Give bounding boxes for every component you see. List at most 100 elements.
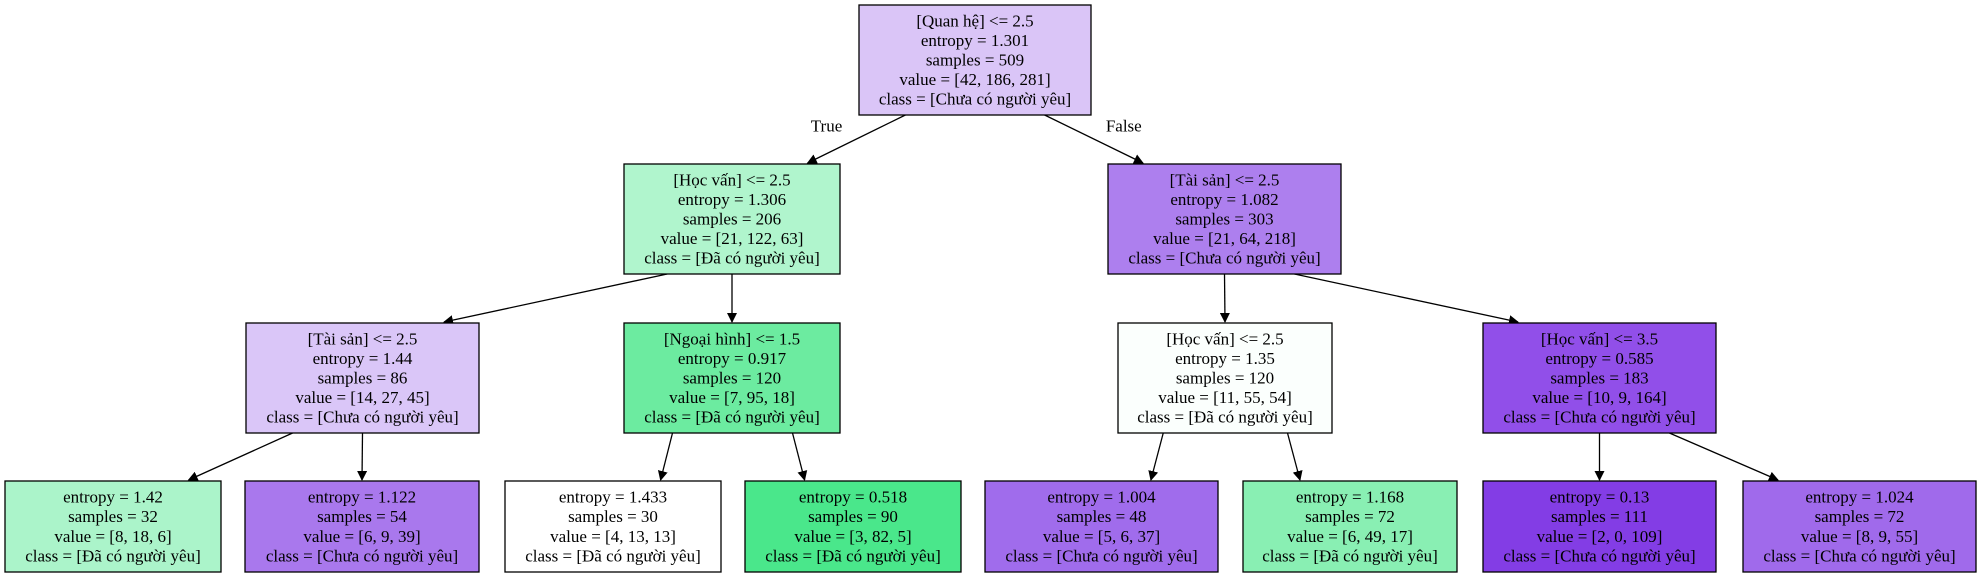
tree-node-box xyxy=(984,480,1219,573)
tree-node-line: class = [Đã có người yêu] xyxy=(525,546,701,565)
edge-4-9 xyxy=(657,432,674,481)
tree-node-box xyxy=(1117,322,1333,434)
tree-node-box xyxy=(1482,480,1717,573)
tree-node-line: samples = 183 xyxy=(1550,368,1648,387)
edge-5-11 xyxy=(1148,432,1164,481)
edge-5-12 xyxy=(1286,432,1303,481)
tree-node-line: class = [Chưa có người yêu] xyxy=(266,546,458,565)
tree-node-line: entropy = 1.168 xyxy=(1296,488,1404,507)
tree-node-line: [Học vấn] <= 3.5 xyxy=(1541,329,1658,348)
edges-layer: True False xyxy=(187,114,1779,482)
tree-node-line: entropy = 1.42 xyxy=(63,488,163,507)
tree-node-line: value = [8, 18, 6] xyxy=(54,527,171,546)
tree-node-line: value = [5, 6, 37] xyxy=(1043,527,1160,546)
tree-node-line: entropy = 0.13 xyxy=(1550,488,1650,507)
edge-0-2 xyxy=(1044,114,1144,164)
tree-node-line: class = [Chưa có người yêu] xyxy=(1503,408,1695,427)
tree-node-line: value = [14, 27, 45] xyxy=(295,388,429,407)
tree-node-line: samples = 120 xyxy=(1176,368,1274,387)
tree-node-line: value = [6, 49, 17] xyxy=(1287,527,1413,546)
tree-node-line: entropy = 1.024 xyxy=(1805,488,1914,507)
tree-node-line: value = [42, 186, 281] xyxy=(899,70,1050,89)
tree-node-line: value = [7, 95, 18] xyxy=(669,388,795,407)
tree-node-box xyxy=(623,163,841,275)
tree-node-line: samples = 303 xyxy=(1175,209,1273,228)
tree-node-line: class = [Chưa có người yêu] xyxy=(1128,249,1320,268)
tree-node-line: samples = 206 xyxy=(683,209,781,228)
edge-3-8 xyxy=(357,432,368,481)
edge-6-14 xyxy=(1669,432,1779,482)
edge-label-false: False xyxy=(1106,117,1142,136)
tree-node-line: value = [21, 64, 218] xyxy=(1153,229,1296,248)
tree-node-line: samples = 48 xyxy=(1057,507,1147,526)
tree-node-line: samples = 72 xyxy=(1815,507,1905,526)
tree-node-line: value = [6, 9, 39] xyxy=(303,527,420,546)
tree-node-line: [Học vấn] <= 2.5 xyxy=(1166,329,1283,348)
tree-node-line: entropy = 0.518 xyxy=(799,488,907,507)
tree-node-line: entropy = 0.585 xyxy=(1545,349,1653,368)
tree-node-line: entropy = 1.35 xyxy=(1175,349,1275,368)
tree-node-line: samples = 120 xyxy=(683,368,781,387)
tree-node-line: value = [21, 122, 63] xyxy=(661,229,804,248)
edge-4-10 xyxy=(791,432,808,481)
tree-node-line: class = [Chưa có người yêu] xyxy=(266,408,458,427)
tree-node-line: value = [11, 55, 54] xyxy=(1158,388,1292,407)
tree-node-line: entropy = 1.44 xyxy=(313,349,413,368)
tree-node-line: entropy = 1.122 xyxy=(308,488,416,507)
tree-node-box xyxy=(1742,480,1977,573)
edge-label-true: True xyxy=(811,117,843,136)
tree-node-line: samples = 111 xyxy=(1551,507,1648,526)
tree-node-box xyxy=(245,322,480,434)
tree-node-box xyxy=(4,480,222,573)
tree-node-line: value = [10, 9, 164] xyxy=(1532,388,1666,407)
tree-node-line: [Học vấn] <= 2.5 xyxy=(673,170,790,189)
tree-node-line: value = [3, 82, 5] xyxy=(794,527,911,546)
tree-node-line: entropy = 1.082 xyxy=(1170,190,1278,209)
tree-node-line: [Ngoại hình] <= 1.5 xyxy=(664,329,800,348)
tree-node-line: entropy = 1.004 xyxy=(1047,488,1156,507)
tree-node-box xyxy=(744,480,962,573)
tree-node-box xyxy=(244,480,480,573)
tree-node-line: value = [4, 13, 13] xyxy=(550,527,676,546)
edge-2-6 xyxy=(1294,273,1519,325)
tree-node-line: class = [Đã có người yêu] xyxy=(1262,546,1438,565)
tree-node-line: entropy = 1.306 xyxy=(678,190,786,209)
tree-node-line: samples = 30 xyxy=(568,507,658,526)
tree-node-line: value = [8, 9, 55] xyxy=(1801,527,1918,546)
tree-node-line: class = [Chưa có người yêu] xyxy=(1503,546,1695,565)
tree-node-box xyxy=(858,4,1092,116)
tree-node-line: samples = 86 xyxy=(318,368,408,387)
tree-node-line: [Tài sản] <= 2.5 xyxy=(308,329,418,348)
tree-node-line: class = [Đã có người yêu] xyxy=(644,249,820,268)
edge-1-3 xyxy=(443,273,668,325)
tree-node-line: class = [Chưa có người yêu] xyxy=(879,90,1071,109)
tree-node-line: class = [Đã có người yêu] xyxy=(765,546,941,565)
edge-0-1 xyxy=(806,114,906,164)
tree-node-line: [Tài sản] <= 2.5 xyxy=(1170,170,1280,189)
tree-node-line: samples = 509 xyxy=(926,50,1024,69)
tree-node-box xyxy=(1242,480,1458,573)
edge-2-5 xyxy=(1219,273,1230,323)
tree-node-line: samples = 90 xyxy=(808,507,898,526)
tree-node-line: entropy = 0.917 xyxy=(678,349,787,368)
tree-node-line: value = [2, 0, 109] xyxy=(1537,527,1663,546)
tree-node-box xyxy=(1107,163,1342,275)
tree-node-line: class = [Chưa có người yêu] xyxy=(1763,546,1955,565)
tree-node-line: class = [Đã có người yêu] xyxy=(25,546,201,565)
tree-node-box xyxy=(623,322,841,434)
